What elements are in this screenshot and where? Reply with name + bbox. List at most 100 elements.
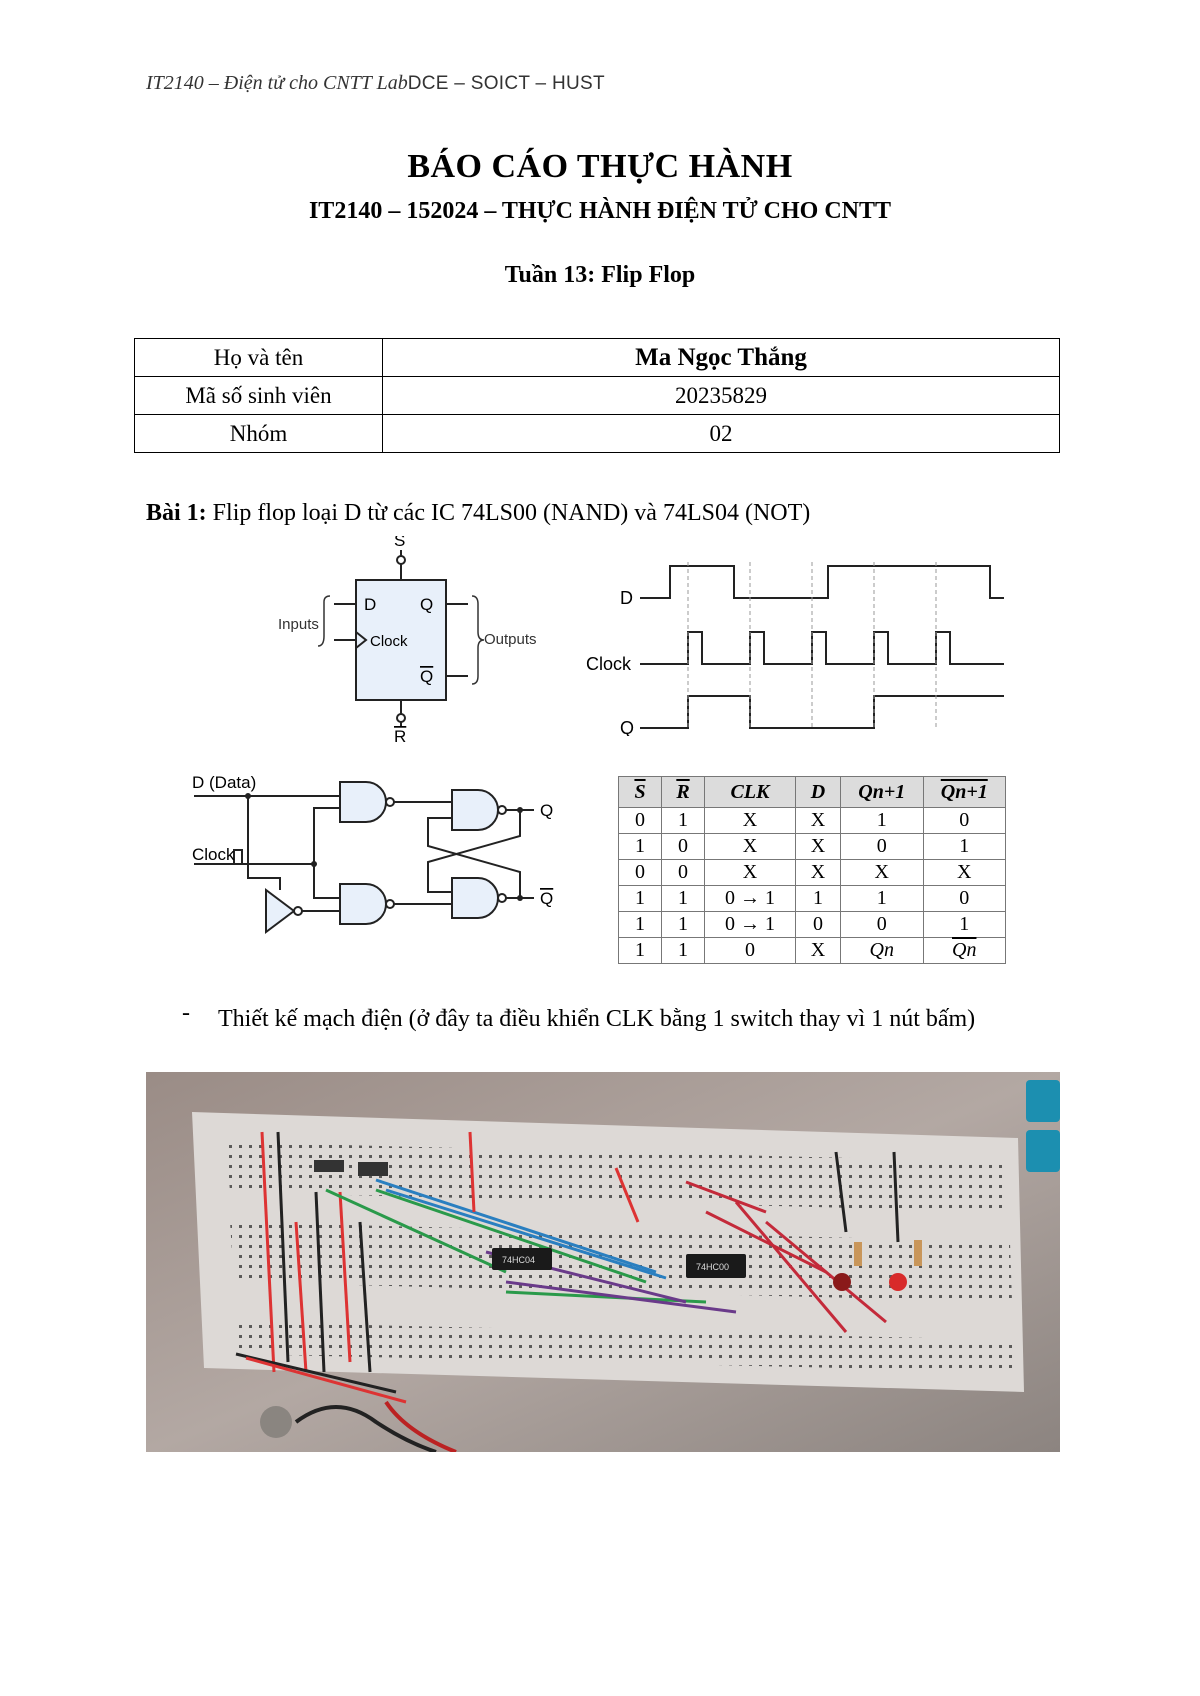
header-course: IT2140 – Điện tử cho CNTT Lab bbox=[146, 72, 408, 94]
table-cell: 1 bbox=[661, 911, 705, 938]
not-gate bbox=[265, 888, 296, 934]
data-input-label: D (Data) bbox=[192, 773, 256, 792]
table-row: Họ và tên Ma Ngọc Thắng bbox=[134, 338, 1060, 377]
led-right bbox=[889, 1273, 907, 1291]
switch-left bbox=[314, 1160, 344, 1172]
info-label: Mã số sinh viên bbox=[134, 376, 383, 415]
table-cell: 0 bbox=[840, 833, 924, 860]
ic-chip-74hc00 bbox=[686, 1254, 746, 1278]
timing-d-label: D bbox=[620, 588, 633, 608]
q-waveform bbox=[640, 695, 1004, 729]
q-bar-output-label: Q bbox=[540, 889, 553, 908]
table-header: CLK bbox=[704, 776, 796, 808]
d-waveform bbox=[640, 565, 1004, 599]
timing-clock-label: Clock bbox=[586, 654, 632, 674]
table-cell: 1 bbox=[618, 911, 662, 938]
timing-diagram: D Clock Q bbox=[586, 562, 1004, 736]
inputs-label: Inputs bbox=[278, 616, 319, 633]
timing-q-label: Q bbox=[620, 718, 634, 736]
table-row: Nhóm 02 bbox=[134, 414, 1060, 453]
page-header: IT2140 – Điện tử cho CNTT LabDCE – SOICT… bbox=[146, 72, 605, 95]
table-cell: X bbox=[840, 859, 924, 886]
table-row: Mã số sinh viên 20235829 bbox=[134, 376, 1060, 415]
ic-chip-right-label: 74HC00 bbox=[696, 1262, 729, 1272]
table-cell: X bbox=[795, 807, 841, 834]
table-cell: 1 bbox=[618, 885, 662, 912]
table-cell: 0 bbox=[661, 833, 705, 860]
table-header: Qn+1 bbox=[840, 776, 924, 808]
table-cell: X bbox=[922, 859, 1006, 886]
nand-gate-bottom bbox=[339, 883, 387, 925]
switch-right bbox=[358, 1162, 388, 1176]
table-cell: 1 bbox=[661, 807, 705, 834]
ic-chip-74hc04 bbox=[492, 1248, 552, 1270]
led-left bbox=[833, 1273, 851, 1291]
dff-symbol-diagram: S R D Clock Q Q Inputs Outputs bbox=[278, 536, 537, 746]
table-cell: 1 bbox=[795, 885, 841, 912]
table-cell: 1 bbox=[661, 885, 705, 912]
table-cell: 0 bbox=[922, 885, 1006, 912]
nand-latch-top bbox=[451, 789, 499, 831]
table-cell: X bbox=[795, 937, 841, 964]
clock-input-label: Clock bbox=[192, 845, 235, 864]
exercise-text: Flip flop loại D từ các IC 74LS00 (NAND)… bbox=[206, 500, 811, 526]
resistor-right bbox=[914, 1240, 922, 1266]
clock-pin-label: Clock bbox=[370, 633, 408, 650]
info-label: Họ và tên bbox=[134, 338, 383, 377]
table-cell: 1 bbox=[618, 937, 662, 964]
nand-gate-diagram: D (Data) Clock Q Q bbox=[192, 773, 553, 934]
bullet-text: Thiết kế mạch điện (ở đây ta điều khiển … bbox=[218, 1006, 976, 1032]
info-value: Ma Ngọc Thắng bbox=[382, 338, 1060, 377]
resistor-left bbox=[854, 1242, 862, 1266]
breadboard-photo: 74HC04 74HC00 bbox=[146, 1072, 1060, 1452]
table-cell: 1 bbox=[661, 937, 705, 964]
info-value: 02 bbox=[382, 414, 1060, 453]
table-cell: 1 bbox=[840, 885, 924, 912]
ic-chip-left-label: 74HC04 bbox=[502, 1255, 535, 1265]
info-label: Nhóm bbox=[134, 414, 383, 453]
table-cell: 0 → 1 bbox=[704, 885, 796, 912]
bullet-marker: - bbox=[182, 1000, 190, 1026]
table-cell: X bbox=[704, 807, 796, 834]
table-cell: 0 bbox=[618, 859, 662, 886]
breadboard-illustration: 74HC04 74HC00 bbox=[146, 1072, 1060, 1452]
q-pin-label: Q bbox=[420, 595, 433, 614]
exercise-label: Bài 1: bbox=[146, 500, 207, 526]
s-bar-label: S bbox=[394, 536, 405, 550]
power-knob bbox=[260, 1406, 292, 1438]
table-cell: X bbox=[795, 859, 841, 886]
table-cell: 1 bbox=[618, 833, 662, 860]
table-cell: 1 bbox=[922, 911, 1006, 938]
nand-gate-top bbox=[339, 781, 387, 823]
table-cell: 0 bbox=[618, 807, 662, 834]
table-cell: Qn bbox=[840, 937, 924, 964]
report-title: BÁO CÁO THỰC HÀNH bbox=[407, 148, 793, 185]
table-cell: Qn bbox=[922, 937, 1006, 964]
table-row: S R CLK D Qn+1 Qn+1 bbox=[618, 776, 1006, 808]
table-cell: 0 → 1 bbox=[704, 911, 796, 938]
r-bar-label: R bbox=[394, 727, 406, 746]
header-org: DCE – SOICT – HUST bbox=[407, 73, 605, 94]
table-cell: 0 bbox=[661, 859, 705, 886]
clock-waveform bbox=[640, 631, 1004, 665]
report-subtitle: IT2140 – 152024 – THỰC HÀNH ĐIỆN TỬ CHO … bbox=[308, 198, 892, 224]
info-value: 20235829 bbox=[382, 376, 1060, 415]
week-title: Tuần 13: Flip Flop bbox=[504, 262, 696, 288]
table-cell: X bbox=[795, 833, 841, 860]
table-cell: X bbox=[704, 859, 796, 886]
table-header: Qn+1 bbox=[922, 776, 1006, 808]
d-pin-label: D bbox=[364, 595, 376, 614]
exercise-heading: Bài 1: Flip flop loại D từ các IC 74LS00… bbox=[146, 500, 810, 527]
outputs-label: Outputs bbox=[484, 631, 537, 648]
table-header: D bbox=[795, 776, 841, 808]
table-cell: 1 bbox=[840, 807, 924, 834]
table-cell: 1 bbox=[922, 833, 1006, 860]
q-bar-pin-label: Q bbox=[420, 667, 433, 686]
